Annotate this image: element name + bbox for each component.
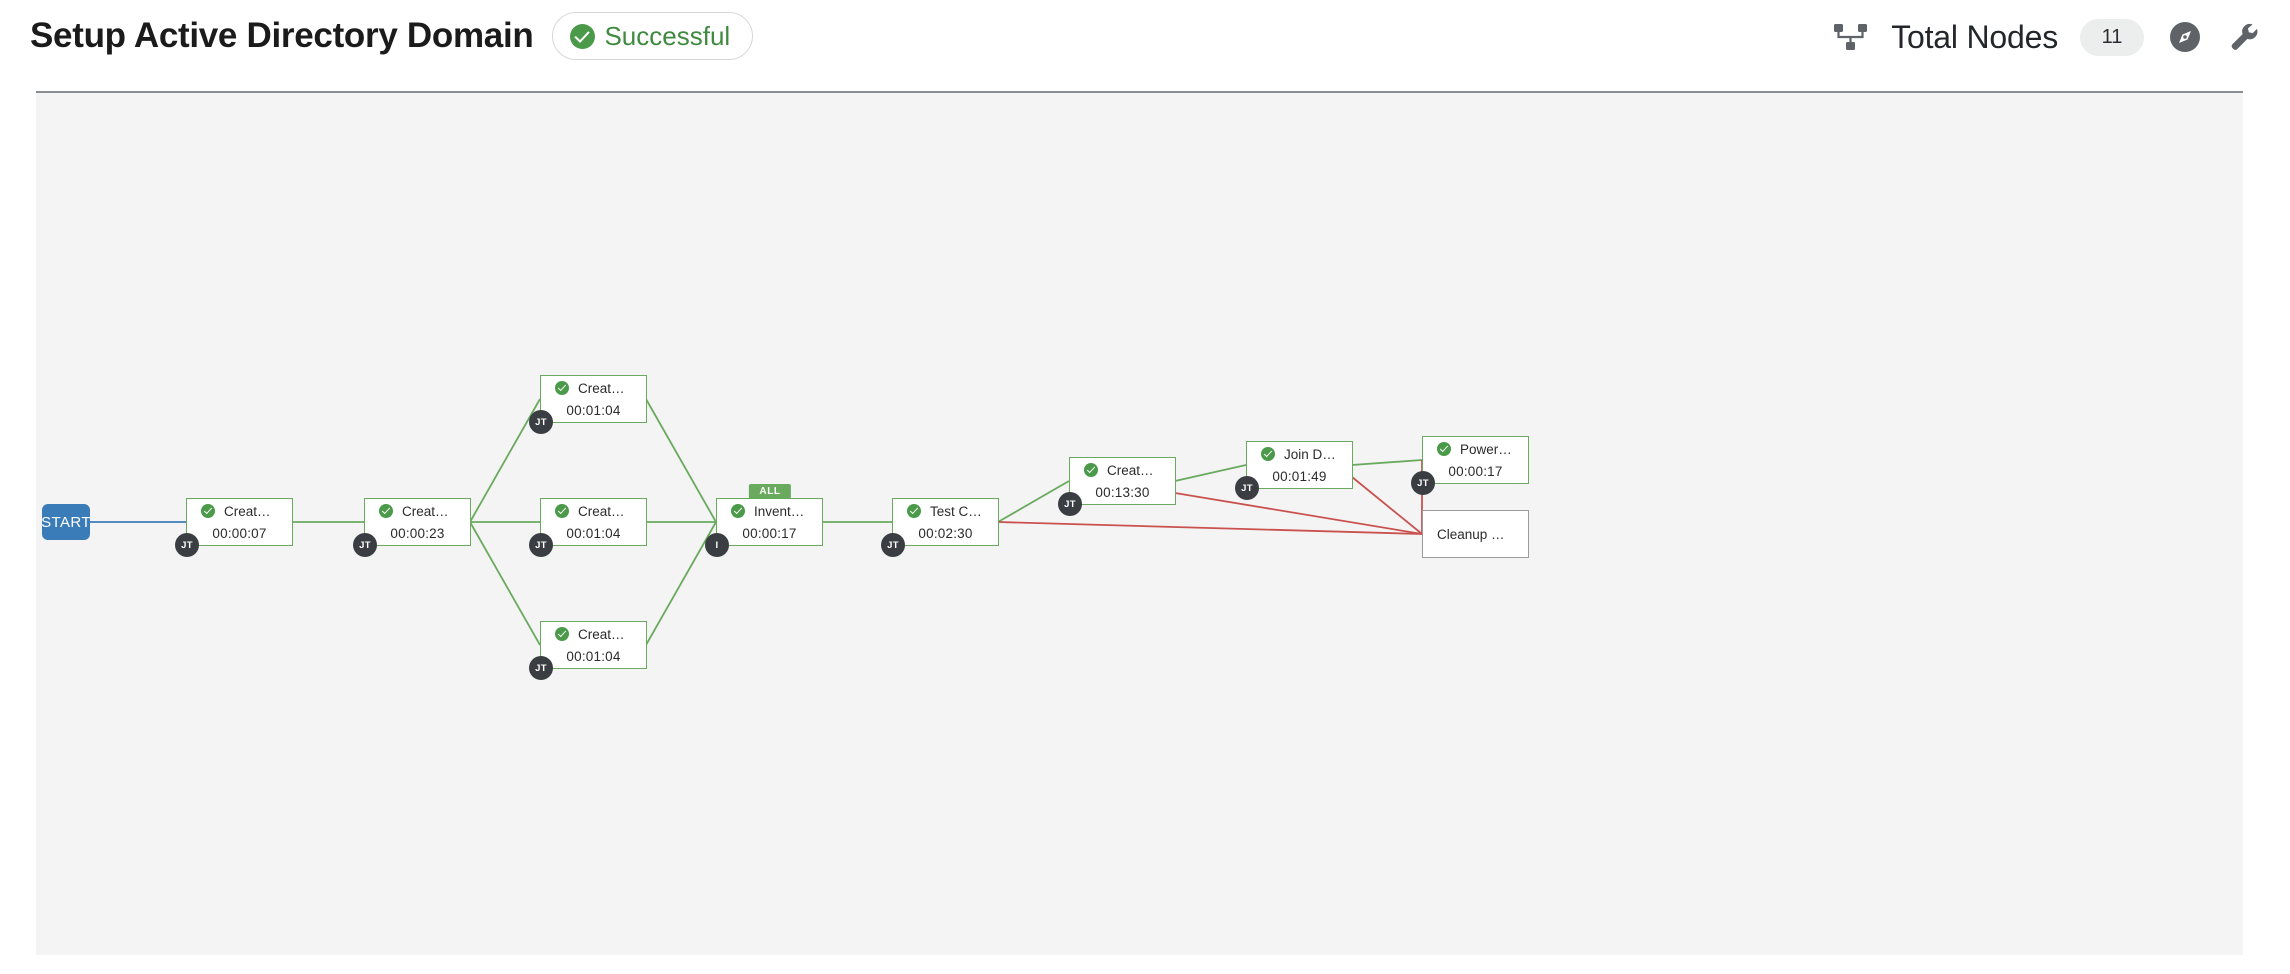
node-title: Create Domain Contr... [578, 380, 632, 396]
convergence-badge: ALL [748, 484, 791, 499]
page-header: Setup Active Directory Domain Successful… [0, 0, 2290, 93]
node-owner-badge[interactable]: JT [1411, 471, 1435, 495]
workflow-node-inventory-sync[interactable]: ALL Inventory Sync 00:00:17 I [705, 484, 823, 557]
node-duration: 00:01:49 [1272, 468, 1327, 484]
node-duration: 00:00:23 [390, 525, 445, 541]
node-duration: 00:00:17 [742, 525, 797, 541]
total-nodes-label: Total Nodes [1891, 18, 2058, 55]
workflow-node-create-domain-controller[interactable]: Create Domain Contr... 00:01:04 JT [529, 375, 647, 434]
header-right-group: Total Nodes 11 [1833, 8, 2262, 66]
check-circle-icon [1261, 447, 1275, 461]
node-title-row: Create Keypair [187, 504, 292, 519]
node-duration: 00:02:30 [918, 525, 973, 541]
workflow-node-create-domain[interactable]: Create Domain 00:13:30 JT [1058, 457, 1176, 516]
check-circle-icon [907, 504, 921, 518]
node-owner-badge[interactable]: JT [529, 410, 553, 434]
header-divider [36, 91, 2243, 93]
node-owner-badge[interactable]: JT [353, 533, 377, 557]
check-circle-icon [555, 504, 569, 518]
status-badge: Successful [552, 12, 754, 60]
node-title: PowerShell Validation [1460, 441, 1514, 457]
workflow-edges [90, 398, 1423, 646]
node-duration: 00:01:04 [566, 402, 621, 418]
check-circle-icon [570, 23, 596, 49]
workflow-node-test-connectivity[interactable]: Test Connectivity 00:02:30 JT [881, 498, 999, 557]
status-badge-label: Successful [604, 20, 731, 51]
check-circle-icon [555, 381, 569, 395]
check-circle-icon [1437, 442, 1451, 456]
node-title-row: Join Domain [1247, 447, 1352, 462]
node-title-row: Cleanup Resources [1423, 527, 1528, 542]
workflow-node-create-keypair[interactable]: Create Keypair 00:00:07 JT [175, 498, 293, 557]
node-title: Create Keypair [224, 503, 278, 519]
node-title-row: Create VPC [365, 504, 470, 519]
node-title: Create Domain [1107, 462, 1161, 478]
header-left-group: Setup Active Directory Domain Successful [30, 12, 754, 60]
node-duration: 00:01:04 [566, 525, 621, 541]
workflow-node-cleanup-resources[interactable]: Cleanup Resources [1422, 510, 1529, 558]
node-owner-badge[interactable]: I [705, 533, 729, 557]
node-owner-badge[interactable]: JT [529, 533, 553, 557]
check-circle-icon [731, 504, 745, 518]
page-title: Setup Active Directory Domain [30, 16, 534, 55]
check-circle-icon [555, 627, 569, 641]
node-duration: 00:01:04 [566, 648, 621, 664]
node-owner-badge[interactable]: JT [881, 533, 905, 557]
node-title: Join Domain [1284, 446, 1338, 462]
node-title-row: Inventory Sync [717, 504, 822, 519]
node-title-row: Create Computer (2) [541, 627, 646, 642]
workflow-node-create-vpc[interactable]: Create VPC 00:00:23 JT [353, 498, 471, 557]
check-circle-icon [1084, 463, 1098, 477]
node-title: Create VPC [402, 503, 456, 519]
compass-icon[interactable] [2166, 18, 2204, 56]
workflow-node-join-domain[interactable]: Join Domain 00:01:49 JT [1235, 441, 1353, 500]
hierarchy-icon[interactable] [1833, 22, 1869, 52]
check-circle-icon [201, 504, 215, 518]
node-owner-badge[interactable]: JT [1058, 492, 1082, 516]
node-title-row: PowerShell Validation [1423, 442, 1528, 457]
node-duration: 00:00:17 [1448, 463, 1503, 479]
workflow-node-create-computer-1[interactable]: Create Computer (1) 00:01:04 JT [529, 498, 647, 557]
workflow-node-powershell-validation[interactable]: PowerShell Validation 00:00:17 JT [1411, 436, 1529, 495]
node-title: Test Connectivity [930, 503, 984, 519]
node-duration: 00:13:30 [1095, 484, 1150, 500]
node-duration: 00:00:07 [212, 525, 267, 541]
node-title-row: Test Connectivity [893, 504, 998, 519]
node-title-row: Create Domain Contr... [541, 381, 646, 396]
node-owner-badge[interactable]: JT [175, 533, 199, 557]
wrench-icon[interactable] [2226, 19, 2262, 55]
node-owner-badge[interactable]: JT [1235, 476, 1259, 500]
workflow-node-create-computer-2[interactable]: Create Computer (2) 00:01:04 JT [529, 621, 647, 680]
node-title: Cleanup Resources [1437, 526, 1514, 542]
node-title-row: Create Computer (1) [541, 504, 646, 519]
node-title-row: Create Domain [1070, 463, 1175, 478]
node-title: Inventory Sync [754, 503, 808, 519]
start-node[interactable]: START [41, 504, 91, 540]
node-title: Create Computer (1) [578, 503, 632, 519]
workflow-canvas[interactable]: START Create Keypair 00:00:07 JT Create … [36, 93, 2243, 955]
node-owner-badge[interactable]: JT [529, 656, 553, 680]
check-circle-icon [379, 504, 393, 518]
node-title: Create Computer (2) [578, 626, 632, 642]
total-nodes-count: 11 [2080, 18, 2144, 56]
